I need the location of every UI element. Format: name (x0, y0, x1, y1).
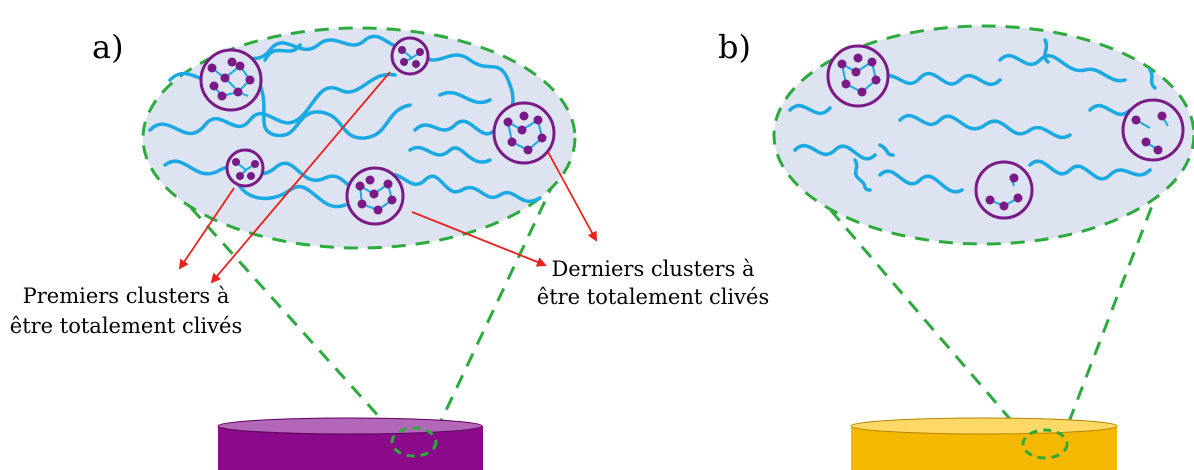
substrate-disk (217, 417, 483, 470)
zoom-spot (390, 426, 438, 458)
arrow-first-2 (210, 71, 391, 284)
arrow-last-1 (411, 211, 547, 267)
cluster-a1 (199, 48, 263, 112)
arrow-last-2 (547, 151, 597, 242)
arrow-first-1 (178, 187, 235, 270)
panel-a: Premiers clusters à être totalement cliv… (10, 26, 769, 470)
zoom-line-left-b (813, 191, 1030, 441)
panel-b-label: b) (718, 28, 751, 66)
zoom-spot-b (1021, 428, 1069, 460)
zoom-line-left (173, 188, 402, 442)
substrate-disk-b (850, 417, 1118, 470)
caption-first-line1: Premiers clusters à (23, 284, 230, 308)
panel-a-label: a) (92, 28, 124, 66)
panel-b: b) (718, 24, 1194, 470)
cluster-a2 (390, 36, 430, 76)
caption-last-line2: être totalement clivés (537, 285, 769, 309)
cluster-b2 (974, 160, 1034, 220)
cluster-b1 (826, 44, 890, 108)
zoom-line-right-b (1060, 184, 1162, 441)
cluster-b3 (1121, 98, 1185, 162)
cluster-a5 (492, 101, 556, 165)
cluster-a3 (225, 148, 265, 188)
polymer-chains-b (788, 38, 1157, 194)
caption-first-line2: être totalement clivés (10, 314, 242, 338)
cluster-a4 (345, 166, 405, 226)
caption-last-line1: Derniers clusters à (551, 257, 754, 281)
